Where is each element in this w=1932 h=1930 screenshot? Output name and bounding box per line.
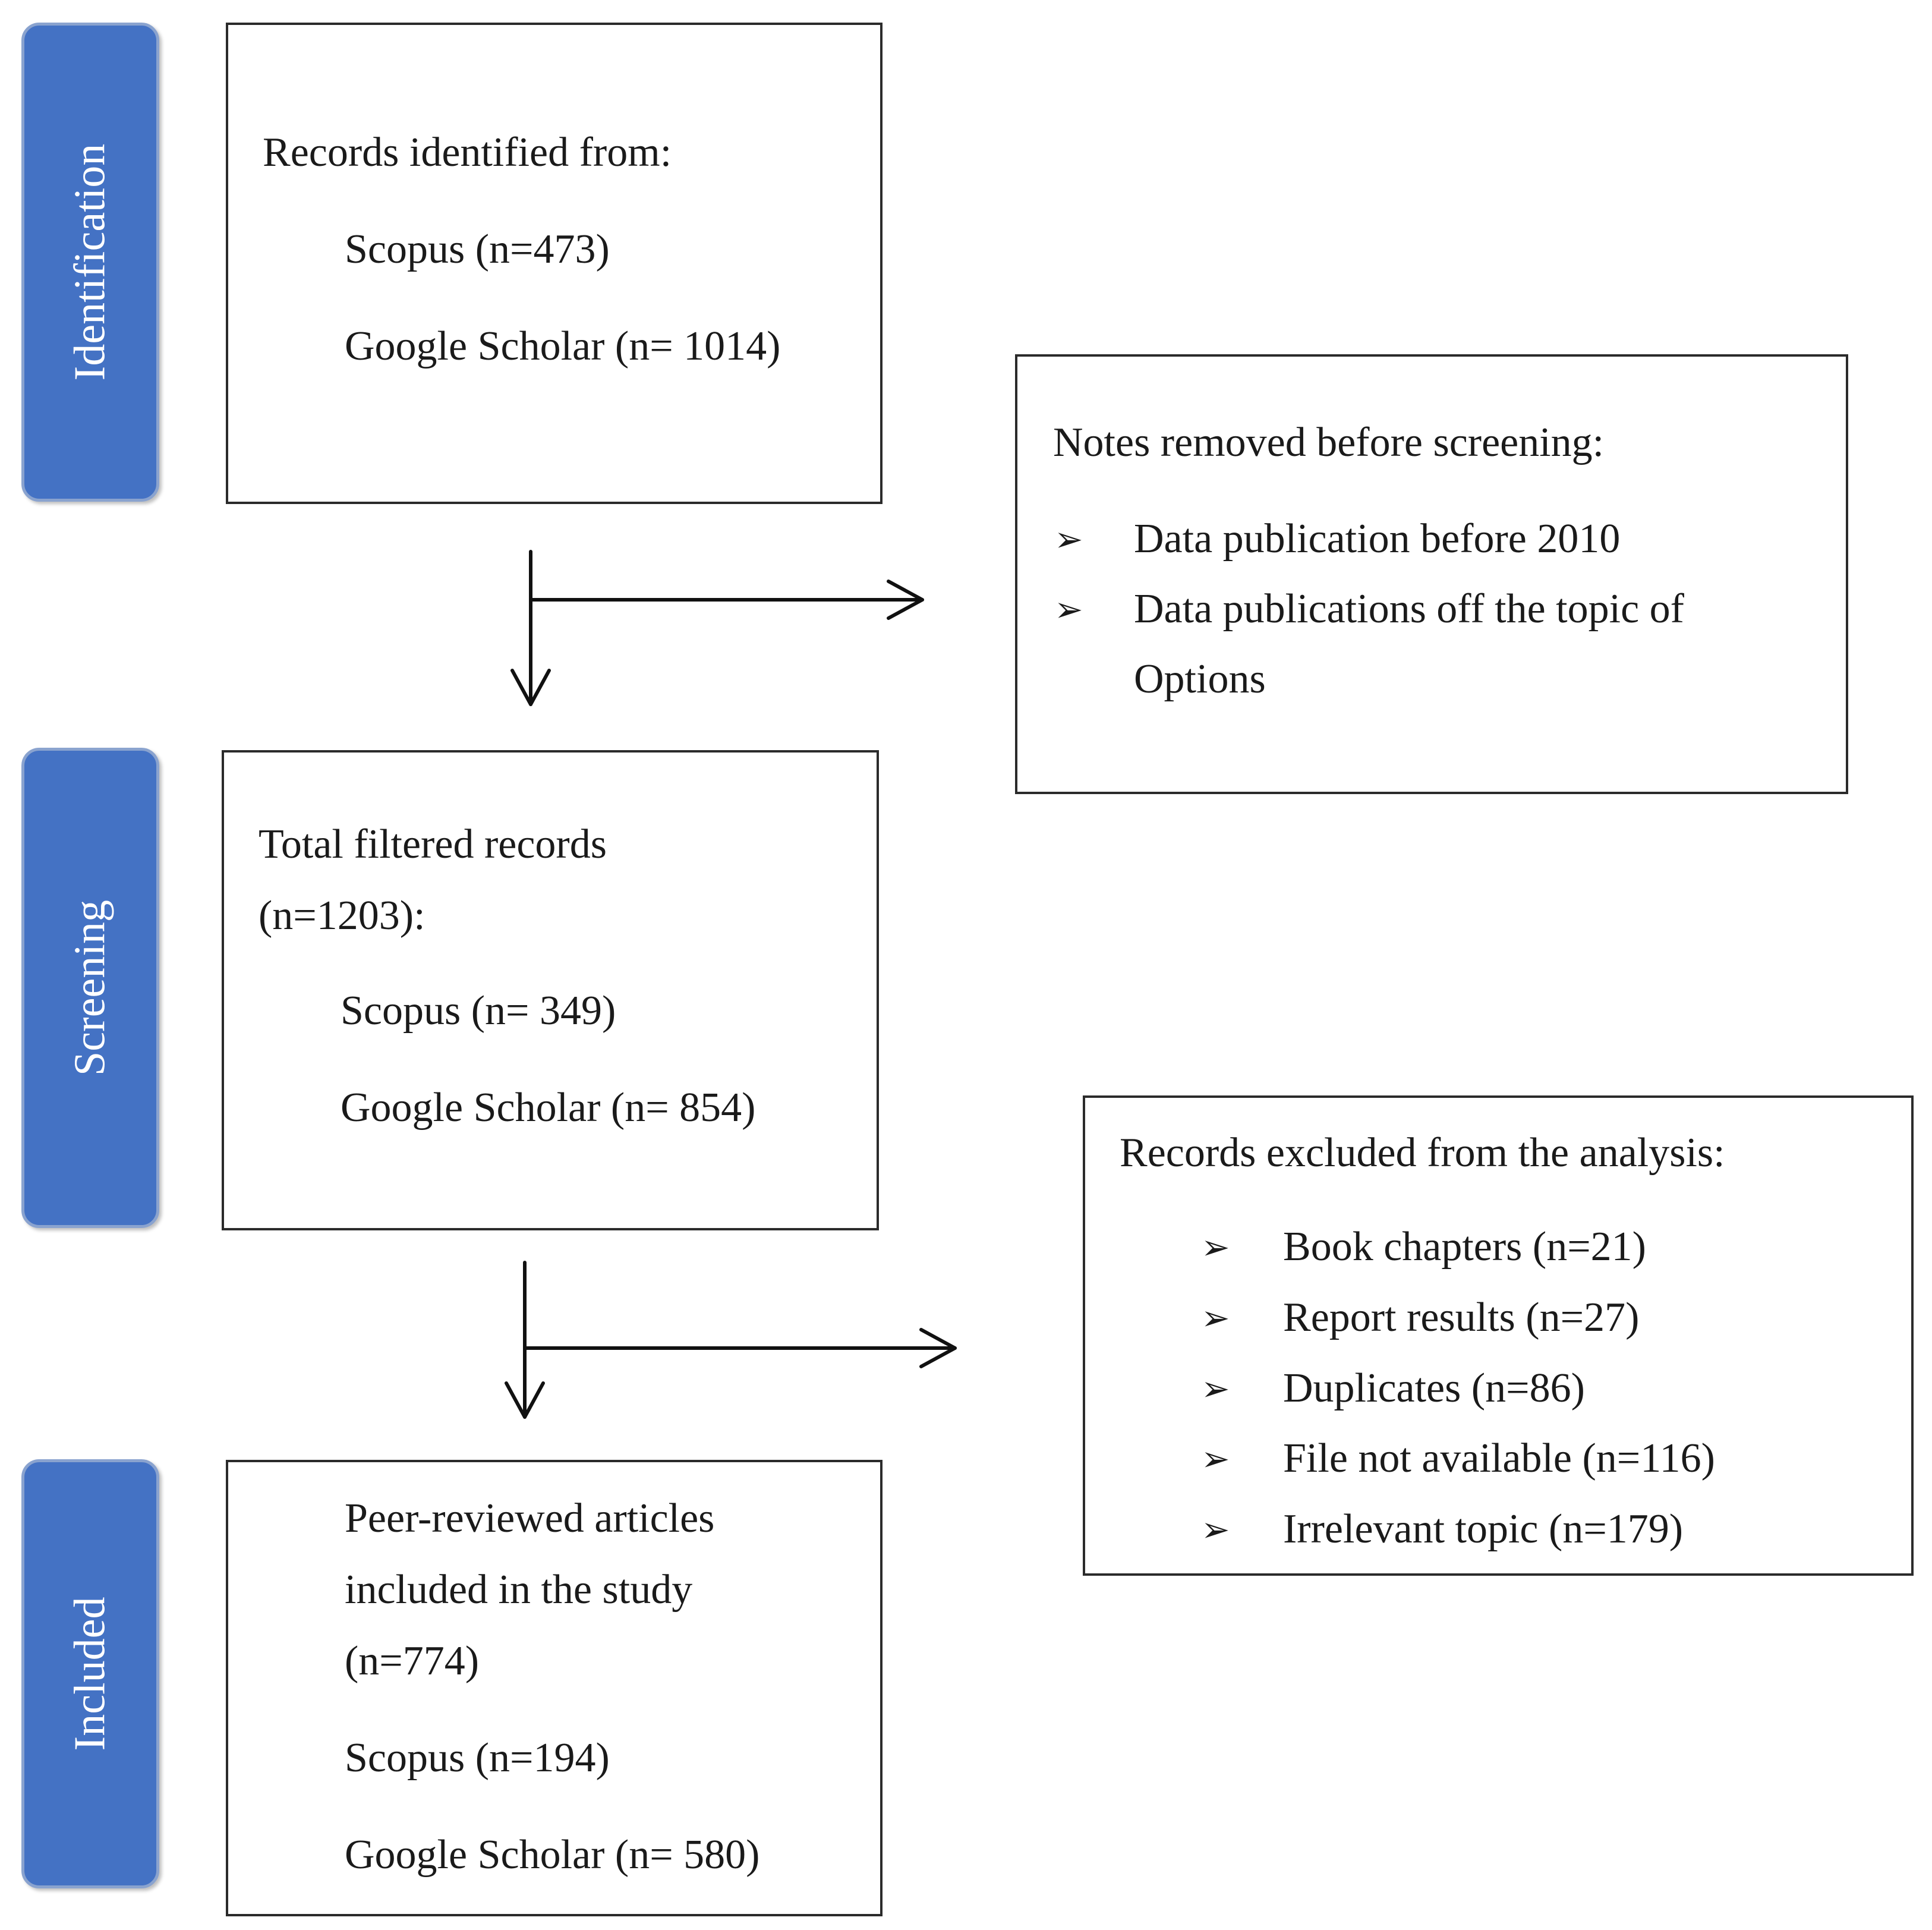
identification-box: Records identified from: Scopus (n=473) … bbox=[226, 23, 883, 504]
arrowhead-down-1-icon bbox=[510, 669, 551, 706]
screening-scopus: Scopus (n= 349) bbox=[341, 988, 616, 1034]
removed-before-screening-box: Notes removed before screening: ➢ Data p… bbox=[1015, 354, 1848, 794]
arrowhead-right-1-icon bbox=[887, 580, 924, 620]
excluded-box: Records excluded from the analysis: ➢ Bo… bbox=[1083, 1095, 1914, 1576]
excluded-heading: Records excluded from the analysis: bbox=[1120, 1130, 1725, 1176]
included-google-scholar: Google Scholar (n= 580) bbox=[345, 1832, 760, 1878]
arrowhead-down-2-icon bbox=[505, 1381, 545, 1419]
screening-heading-line2: (n=1203): bbox=[259, 893, 426, 939]
arrowhead-bullet-icon: ➢ bbox=[1201, 1298, 1230, 1338]
excluded-item-1: Book chapters (n=21) bbox=[1283, 1224, 1646, 1270]
included-line3: (n=774) bbox=[345, 1638, 480, 1684]
excluded-item-3: Duplicates (n=86) bbox=[1283, 1365, 1585, 1411]
identification-google-scholar: Google Scholar (n= 1014) bbox=[345, 323, 781, 369]
removed-item-2-cont: Options bbox=[1134, 656, 1266, 702]
removed-item-1: Data publication before 2010 bbox=[1134, 516, 1621, 562]
arrowhead-right-2-icon bbox=[919, 1328, 957, 1368]
stage-identification: Identification bbox=[21, 23, 159, 502]
included-line2: included in the study bbox=[345, 1567, 693, 1613]
excluded-item-5: Irrelevant topic (n=179) bbox=[1283, 1506, 1684, 1552]
identification-scopus: Scopus (n=473) bbox=[345, 226, 610, 272]
included-box: Peer-reviewed articles included in the s… bbox=[226, 1460, 883, 1916]
arrowhead-bullet-icon: ➢ bbox=[1054, 519, 1083, 559]
included-line1: Peer-reviewed articles bbox=[345, 1495, 715, 1541]
arrowhead-bullet-icon: ➢ bbox=[1054, 589, 1083, 629]
identification-heading: Records identified from: bbox=[263, 130, 672, 175]
excluded-item-2: Report results (n=27) bbox=[1283, 1295, 1640, 1340]
removed-heading: Notes removed before screening: bbox=[1053, 420, 1605, 465]
screening-box: Total filtered records (n=1203): Scopus … bbox=[222, 750, 879, 1230]
arrowhead-bullet-icon: ➢ bbox=[1201, 1227, 1230, 1267]
stage-screening: Screening bbox=[21, 748, 159, 1228]
stage-included: Included bbox=[21, 1459, 159, 1888]
arrowhead-bullet-icon: ➢ bbox=[1201, 1368, 1230, 1409]
excluded-item-4: File not available (n=116) bbox=[1283, 1435, 1715, 1481]
removed-item-2: Data publications off the topic of bbox=[1134, 586, 1684, 632]
screening-google-scholar: Google Scholar (n= 854) bbox=[341, 1085, 756, 1131]
included-scopus: Scopus (n=194) bbox=[345, 1735, 610, 1781]
arrowhead-bullet-icon: ➢ bbox=[1201, 1438, 1230, 1479]
screening-heading-line1: Total filtered records bbox=[259, 821, 607, 867]
arrowhead-bullet-icon: ➢ bbox=[1201, 1509, 1230, 1550]
